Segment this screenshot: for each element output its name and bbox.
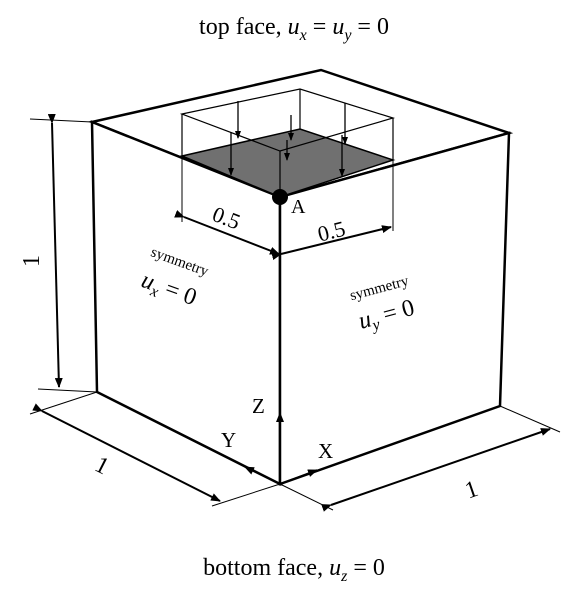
bl-dim-label: 1 xyxy=(91,452,113,481)
height-dim-label: 1 xyxy=(19,255,45,267)
top-caption-u1: u xyxy=(287,14,300,40)
bottom-right-dimension xyxy=(279,405,561,512)
height-extension-bottom xyxy=(37,388,98,393)
top-dimensions xyxy=(174,156,394,261)
pressure-box xyxy=(179,88,396,197)
axes xyxy=(244,412,318,485)
top-caption-prefix: top face, xyxy=(199,14,288,40)
bl-dim-arrow xyxy=(32,403,221,502)
bottom-caption-eq: = 0 xyxy=(347,555,385,581)
axis-y-arrow xyxy=(244,466,281,485)
bottom-caption-prefix: bottom face, xyxy=(203,555,330,581)
top-face-caption: top face, ux = uy = 0 xyxy=(0,14,588,45)
point-a-label: A xyxy=(291,196,306,218)
top-caption-eq2: = 0 xyxy=(351,14,389,40)
dim-arrow-half-left xyxy=(174,210,280,255)
bl-extension-back xyxy=(29,391,98,415)
height-extension-top xyxy=(29,118,93,123)
br-dim-arrow xyxy=(321,428,551,512)
dim-arrow-half-right xyxy=(271,225,392,261)
top-caption-sub-y: y xyxy=(344,26,352,44)
height-dim-arrow xyxy=(47,113,63,388)
bottom-left-dimension xyxy=(29,391,281,507)
bl-extension-front xyxy=(211,483,281,507)
br-dim-label: 1 xyxy=(462,476,482,504)
pressure-arrows xyxy=(228,101,348,177)
bottom-caption-sub-z: z xyxy=(341,567,348,585)
top-caption-sub-x: x xyxy=(299,26,307,44)
bottom-face-caption: bottom face, uz = 0 xyxy=(0,555,588,586)
axis-z-label: Z xyxy=(252,394,265,418)
axis-y-label: Y xyxy=(221,428,236,452)
br-extension-right xyxy=(499,405,561,433)
top-caption-eq1: = xyxy=(306,14,333,40)
br-extension-front xyxy=(279,483,334,511)
bottom-caption-u: u xyxy=(329,555,342,581)
height-dimension xyxy=(29,113,98,393)
top-caption-u2: u xyxy=(332,14,345,40)
axis-x-label: X xyxy=(318,439,333,463)
axis-x-arrow xyxy=(279,469,318,485)
